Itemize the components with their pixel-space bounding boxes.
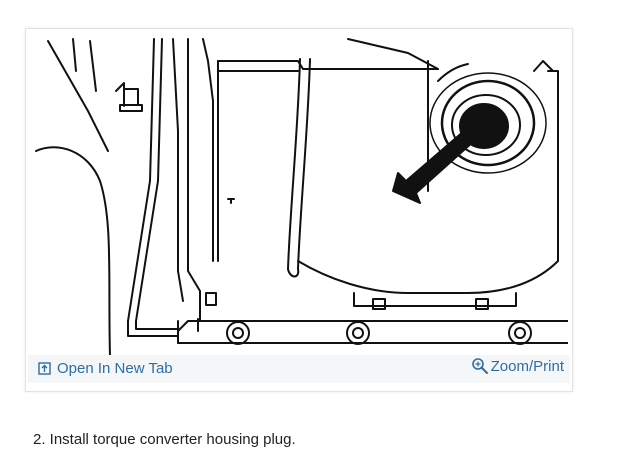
figure-toolbar: Open In New Tab Zoom/Print [28,355,570,383]
zoom-print-label: Zoom/Print [490,357,564,375]
step-caption: 2. Install torque converter housing plug… [33,431,296,448]
open-in-new-tab-link[interactable]: Open In New Tab [38,360,173,377]
open-in-new-tab-icon [38,362,51,375]
magnifier-icon [471,357,489,375]
zoom-print-link[interactable]: Zoom/Print [471,357,564,375]
torque-converter-diagram[interactable] [28,31,568,356]
open-in-new-tab-label: Open In New Tab [57,360,173,377]
figure-card: Open In New Tab Zoom/Print [25,28,573,392]
